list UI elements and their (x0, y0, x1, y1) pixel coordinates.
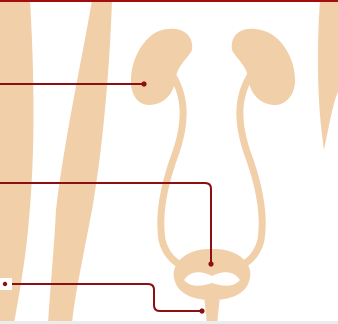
ureter-right (237, 76, 262, 267)
leader-urethra-line (12, 284, 202, 311)
top-border (0, 0, 338, 2)
silhouette-left-arm (48, 0, 112, 324)
leader-urethra (0, 278, 205, 314)
urethra (204, 296, 220, 324)
leader-kidneys-dot (141, 81, 146, 86)
leader-ureters-bladder-line (0, 183, 211, 264)
silhouette-left-edge (0, 0, 34, 324)
leader-urethra-dot (199, 308, 204, 313)
leader-urethra-origin-dot (3, 282, 7, 286)
leader-ureters-bladder-dot (208, 261, 213, 266)
leader-ureters-bladder (0, 183, 214, 267)
ureter-left (161, 76, 186, 267)
silhouette-right-edge (318, 0, 338, 150)
organs (131, 29, 295, 324)
